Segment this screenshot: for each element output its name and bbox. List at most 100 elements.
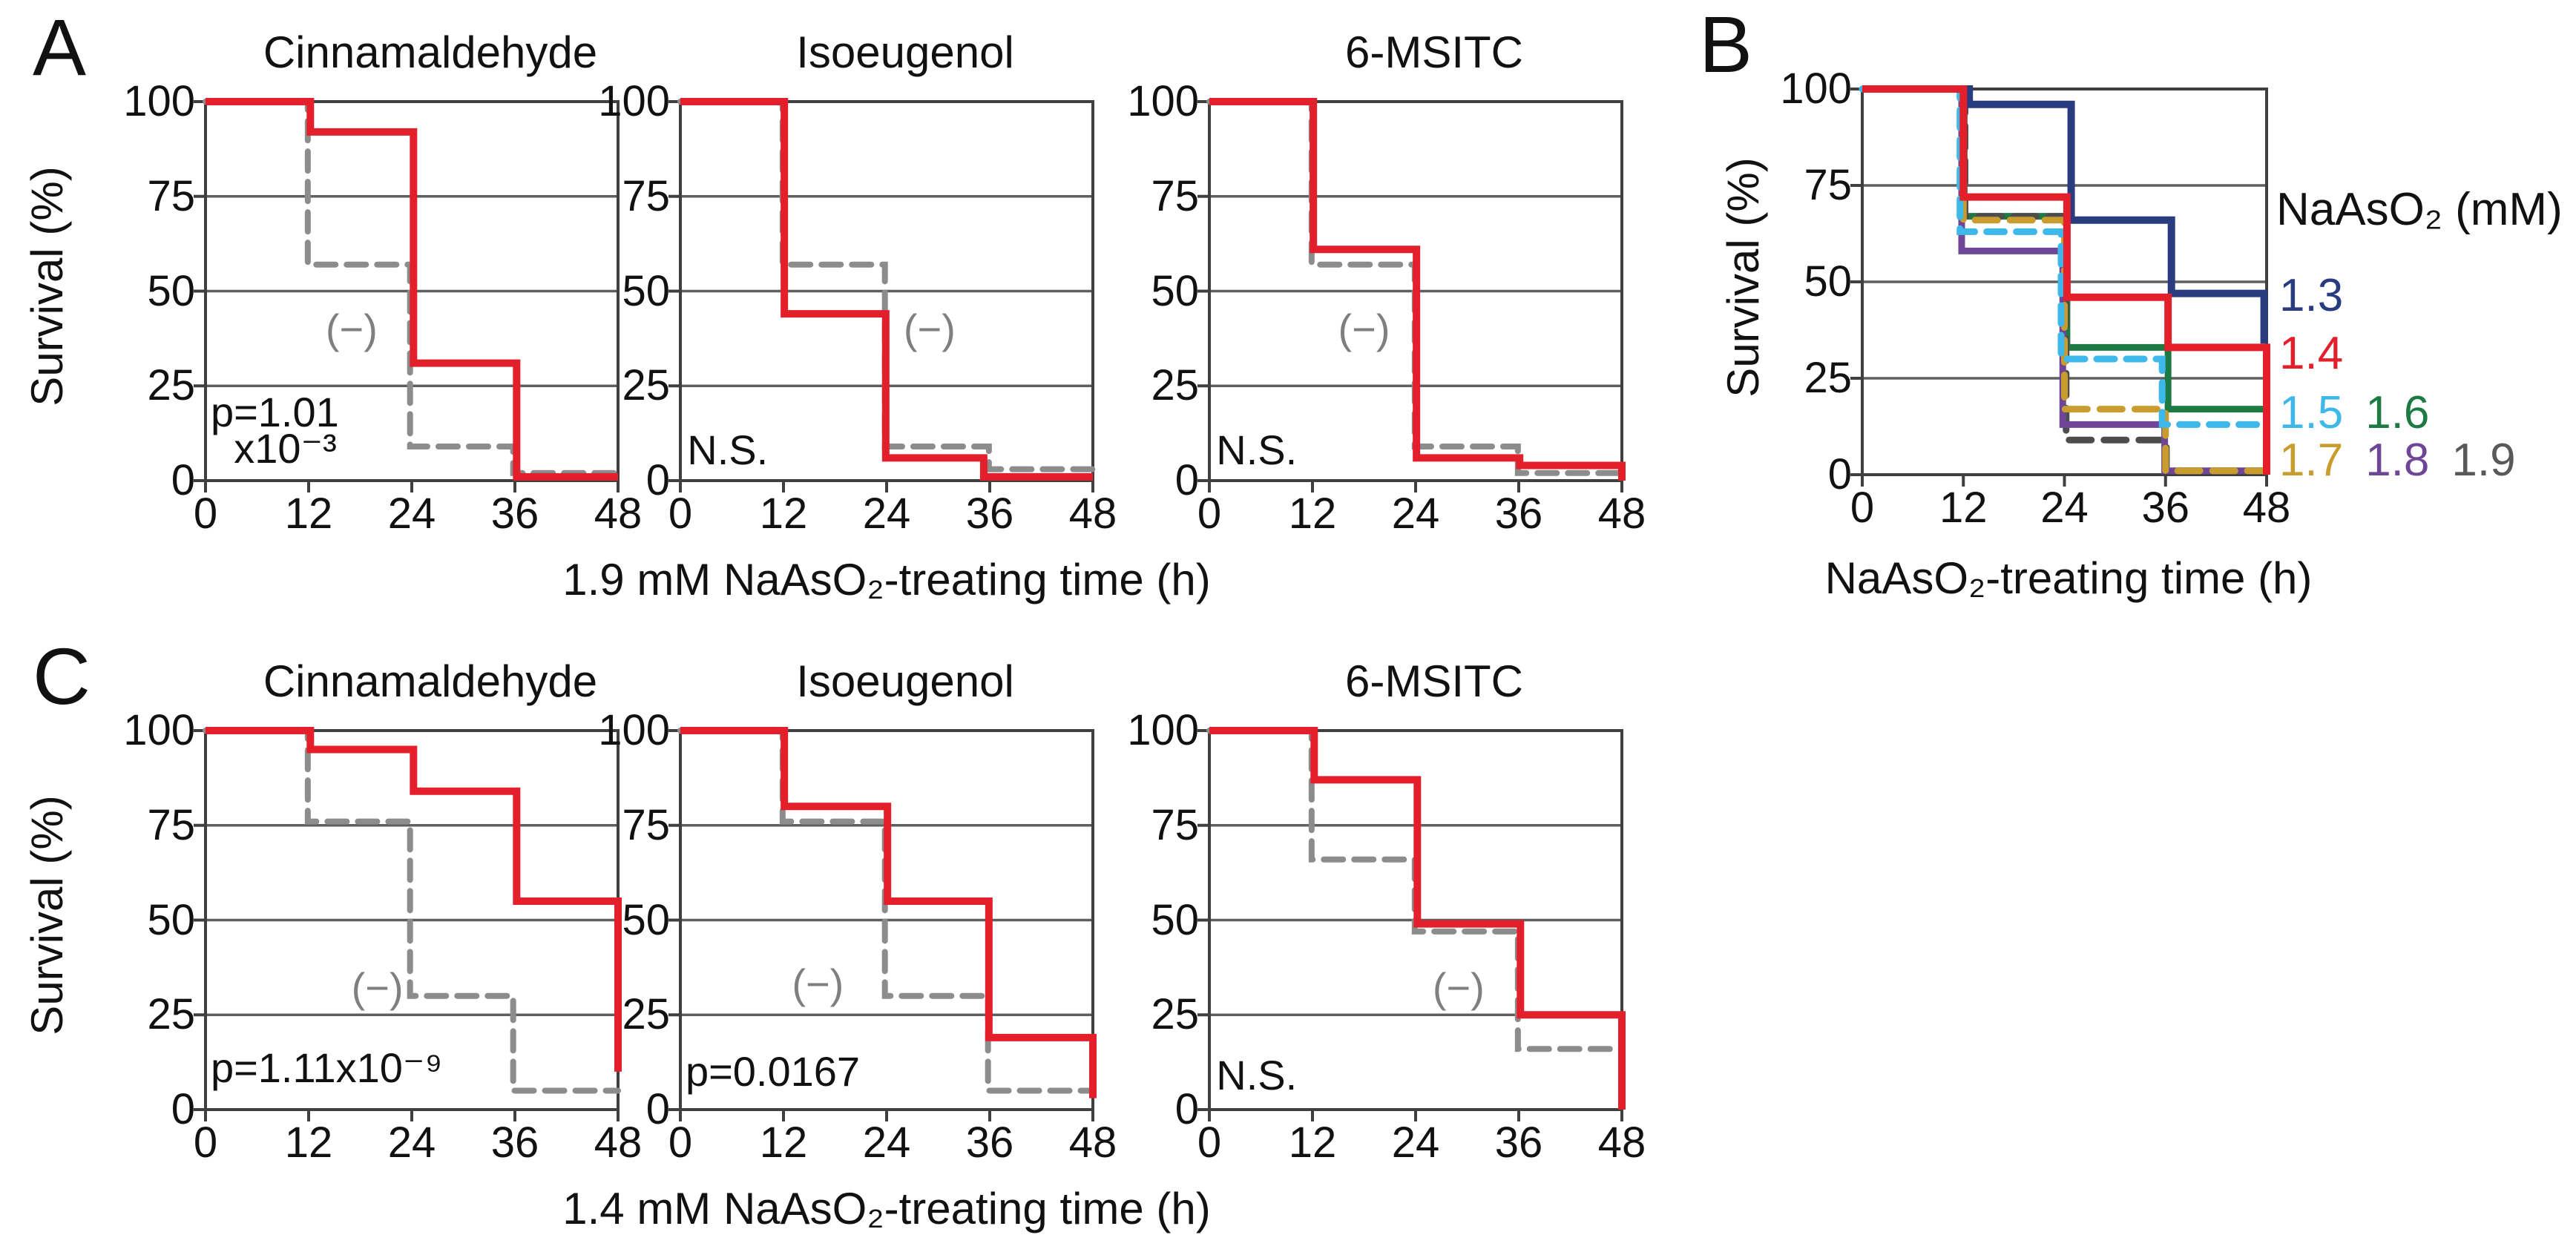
- y-tick-label: 50: [1151, 266, 1199, 315]
- chart-title-A1: Cinnamaldehyde: [263, 27, 598, 77]
- x-tick-label: 0: [193, 1118, 218, 1167]
- y-tick-label: 25: [147, 361, 195, 410]
- x-tick-label: 48: [1597, 1118, 1646, 1167]
- series-C2-treated: [680, 727, 1097, 1098]
- x-tick-label: 0: [193, 490, 218, 538]
- legend-row-2: 1.4: [2279, 331, 2365, 377]
- annotation-p-value-line2-A1: x10⁻³: [234, 424, 337, 472]
- x-tick-label: 12: [1288, 490, 1337, 538]
- x-tick-label: 24: [862, 490, 911, 538]
- x-tick-label: 12: [1939, 484, 1988, 532]
- annotation-p-value-C2: p=0.0167: [685, 1047, 861, 1095]
- x-tick-label: 36: [1494, 490, 1543, 538]
- y-axis-label-A: Survival (%): [22, 166, 72, 406]
- y-tick-label: 0: [171, 1085, 195, 1133]
- series-C2-control: [677, 728, 1096, 1094]
- survival-plot-C3: [1197, 727, 1626, 1121]
- chart-title-A3: 6-MSITC: [1345, 27, 1523, 77]
- y-tick-label: 100: [123, 77, 195, 125]
- x-tick-label: 0: [1850, 484, 1875, 532]
- legend-title: NaAsO₂ (mM): [2276, 184, 2563, 235]
- y-tick-label: 25: [1151, 990, 1199, 1039]
- y-tick-label: 75: [622, 800, 670, 849]
- x-tick-label: 0: [668, 1118, 693, 1167]
- panel-label-B: B: [1699, 0, 1753, 89]
- y-tick-label: 100: [1127, 77, 1199, 125]
- x-tick-label: 0: [668, 490, 693, 538]
- x-tick-label: 0: [1197, 490, 1222, 538]
- y-tick-label: 25: [1804, 354, 1852, 402]
- series-A3-treated: [1209, 98, 1626, 481]
- y-tick-label: 50: [147, 895, 195, 944]
- y-tick-label: 75: [1804, 161, 1852, 209]
- y-tick-label: 25: [147, 990, 195, 1039]
- x-axis-label-C: 1.4 mM NaAsO₂-treating time (h): [562, 1184, 1211, 1233]
- y-tick-label: 75: [147, 800, 195, 849]
- x-tick-label: 48: [1068, 1118, 1117, 1167]
- annotation-p-value-line1-A1: p=1.01: [210, 389, 339, 436]
- y-tick-label: 75: [622, 171, 670, 220]
- y-tick-label: 50: [1804, 257, 1852, 306]
- y-tick-label: 25: [1151, 361, 1199, 410]
- x-tick-label: 48: [594, 490, 643, 538]
- y-tick-label: 50: [622, 266, 670, 315]
- annotation-control-label-A3: (−): [1338, 305, 1390, 352]
- x-tick-label: 36: [490, 1118, 539, 1167]
- x-tick-label: 36: [490, 490, 539, 538]
- x-tick-label: 36: [1494, 1118, 1543, 1167]
- y-tick-label: 100: [598, 706, 670, 754]
- survival-plot-A2: [668, 98, 1096, 492]
- y-tick-label: 100: [1780, 65, 1852, 113]
- y-tick-label: 0: [645, 1085, 670, 1133]
- survival-plot-A1: [194, 98, 621, 492]
- y-tick-label: 0: [1827, 450, 1852, 498]
- y-tick-label: 100: [1127, 706, 1199, 754]
- legend-item-1.4: 1.4: [2279, 328, 2344, 379]
- y-tick-label: 75: [147, 171, 195, 220]
- y-tick-label: 50: [147, 266, 195, 315]
- y-axis-label-C: Survival (%): [22, 795, 72, 1035]
- chart-title-C3: 6-MSITC: [1345, 656, 1523, 706]
- annotation-control-label-A1: (−): [325, 305, 378, 352]
- y-tick-label: 25: [622, 990, 670, 1039]
- series-C1-control: [203, 728, 621, 1094]
- panel-label-C: C: [33, 631, 91, 721]
- y-tick-label: 75: [1151, 800, 1199, 849]
- legend-item-1.6: 1.6: [2365, 387, 2430, 438]
- survival-plot-A3: [1197, 98, 1626, 492]
- x-tick-label: 12: [1288, 1118, 1337, 1167]
- legend-item-1.3: 1.3: [2279, 270, 2344, 321]
- y-tick-label: 100: [598, 77, 670, 125]
- series-A1-treated: [206, 98, 618, 481]
- survival-plot-C1: [194, 727, 622, 1121]
- y-tick-label: 0: [1174, 1085, 1199, 1133]
- legend-item-1.7: 1.7: [2279, 435, 2344, 486]
- x-tick-label: 24: [1391, 490, 1440, 538]
- legend-item-1.5: 1.5: [2279, 387, 2344, 438]
- x-axis-label-B: NaAsO₂-treating time (h): [1824, 553, 2313, 603]
- y-tick-label: 0: [1174, 456, 1199, 504]
- y-tick-label: 75: [1151, 171, 1199, 220]
- y-tick-label: 50: [622, 895, 670, 944]
- legend-row-3: 1.5 1.6: [2279, 390, 2451, 436]
- survival-plot-B: [1850, 85, 2270, 487]
- legend-item-1.9: 1.9: [2451, 435, 2516, 486]
- annotation-p-value-C1: p=1.11x10⁻⁹: [210, 1044, 443, 1091]
- annotation-control-label-C2: (−): [792, 961, 844, 1008]
- annotation-ns-label-C3: N.S.: [1216, 1052, 1298, 1098]
- x-tick-label: 36: [2141, 484, 2189, 532]
- annotation-ns-label-A2: N.S.: [687, 426, 769, 474]
- series-A2-treated: [680, 98, 1093, 481]
- x-tick-label: 24: [862, 1118, 911, 1167]
- y-tick-label: 50: [1151, 895, 1199, 944]
- x-tick-label: 12: [284, 1118, 333, 1167]
- x-axis-label-A: 1.9 mM NaAsO₂-treating time (h): [562, 555, 1211, 604]
- x-tick-label: 12: [759, 490, 808, 538]
- x-tick-label: 36: [965, 490, 1014, 538]
- x-tick-label: 24: [387, 490, 436, 538]
- chart-title-C2: Isoeugenol: [796, 656, 1014, 706]
- x-tick-label: 48: [1068, 490, 1117, 538]
- x-tick-label: 0: [1197, 1118, 1222, 1167]
